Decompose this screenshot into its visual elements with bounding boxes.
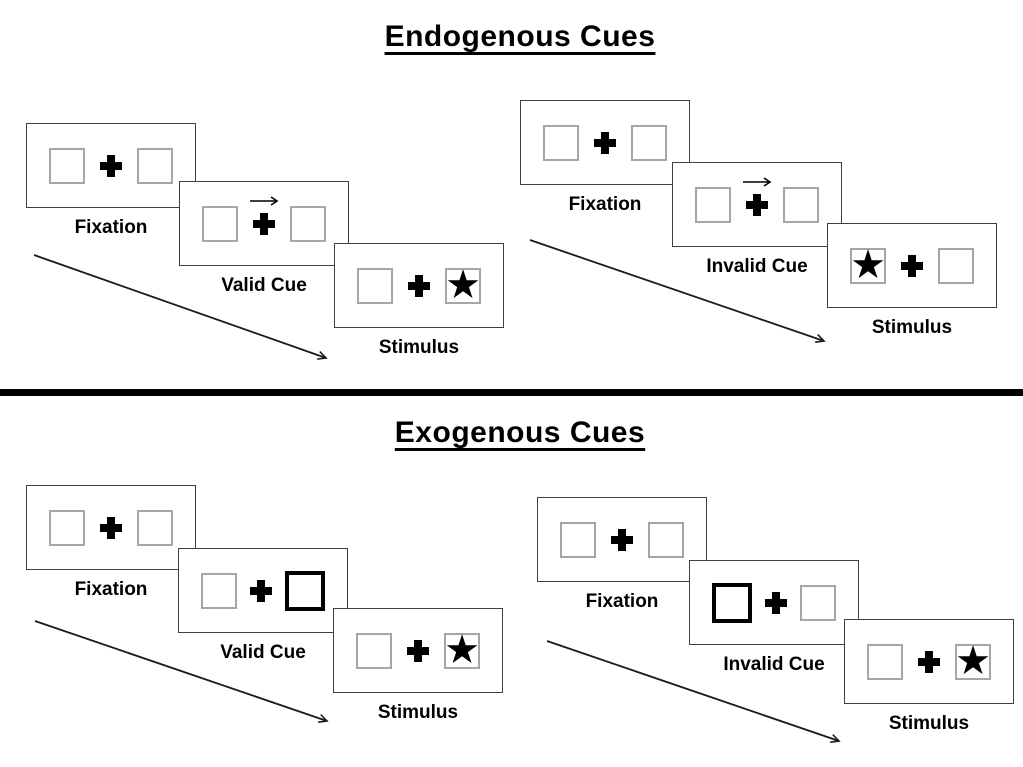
star-icon: ★	[955, 638, 991, 683]
cue-arrow-icon	[743, 176, 772, 187]
screen-center	[743, 176, 772, 217]
star-icon: ★	[850, 242, 886, 287]
fixation-cross-icon	[250, 580, 272, 602]
fixation-cross-icon	[918, 651, 940, 673]
display-screen: ★	[334, 243, 504, 328]
fixation-cross-icon	[901, 255, 923, 277]
panel-stimulus: ★ Stimulus	[334, 243, 504, 359]
display-screen	[26, 485, 196, 570]
screen-center	[764, 591, 788, 615]
star-icon: ★	[445, 262, 481, 307]
placeholder-box-left	[695, 186, 731, 223]
cue-arrow-icon	[250, 195, 279, 206]
panel-fixation: Fixation	[26, 123, 196, 239]
panel-valid-cue: Valid Cue	[178, 548, 348, 664]
fixation-cross-icon	[611, 529, 633, 551]
placeholder-box-right	[648, 521, 684, 558]
display-screen	[520, 100, 690, 185]
fixation-cross-icon	[253, 213, 275, 235]
placeholder-box-right	[938, 247, 974, 284]
target-box-right: ★	[955, 638, 991, 683]
placeholder-box-left	[357, 267, 393, 304]
placeholder-box-left	[356, 632, 392, 669]
placeholder-box-left	[543, 124, 579, 161]
placeholder-box-left	[49, 147, 85, 184]
panel-label: Invalid Cue	[706, 256, 808, 277]
fixation-cross-icon	[407, 640, 429, 662]
panel-stimulus: ★ Stimulus	[333, 608, 503, 724]
panel-label: Fixation	[585, 591, 659, 612]
section-divider	[0, 389, 1023, 396]
placeholder-box-left	[202, 205, 238, 242]
placeholder-box-left	[201, 572, 237, 609]
target-box-right: ★	[444, 627, 480, 672]
display-screen	[179, 181, 349, 266]
fixation-cross-icon	[594, 132, 616, 154]
fixation-cross-icon	[100, 517, 122, 539]
panel-label: Invalid Cue	[723, 654, 825, 675]
placeholder-box-right	[783, 186, 819, 223]
display-screen	[537, 497, 707, 582]
panel-label: Stimulus	[888, 713, 970, 734]
panel-stimulus: ★ Stimulus	[844, 619, 1014, 735]
fixation-cross-icon	[746, 194, 768, 216]
display-screen: ★	[827, 223, 997, 308]
placeholder-box-right	[137, 147, 173, 184]
star-icon: ★	[444, 627, 480, 672]
screen-center	[407, 274, 431, 298]
panel-invalid-cue: Invalid Cue	[672, 162, 842, 278]
screen-center	[249, 579, 273, 603]
cued-box-left	[712, 582, 752, 623]
panel-label: Stimulus	[871, 317, 953, 338]
screen-center	[610, 528, 634, 552]
display-screen	[689, 560, 859, 645]
target-box-left: ★	[850, 242, 886, 287]
fixation-cross-icon	[765, 592, 787, 614]
panel-invalid-cue: Invalid Cue	[689, 560, 859, 676]
panel-label: Stimulus	[377, 702, 459, 723]
exogenous-section-title: Exogenous Cues	[394, 416, 646, 449]
placeholder-box-left	[867, 643, 903, 680]
panel-stimulus: ★ Stimulus	[827, 223, 997, 339]
endogenous-section-title: Endogenous Cues	[384, 20, 656, 53]
screen-center	[917, 650, 941, 674]
panel-label: Fixation	[74, 217, 148, 238]
display-screen	[178, 548, 348, 633]
screen-center	[99, 154, 123, 178]
panel-label: Stimulus	[378, 337, 460, 358]
screen-center	[99, 516, 123, 540]
screen-center	[250, 195, 279, 236]
display-screen: ★	[844, 619, 1014, 704]
placeholder-box-right	[631, 124, 667, 161]
screen-center	[593, 131, 617, 155]
placeholder-box-left	[49, 509, 85, 546]
display-screen	[672, 162, 842, 247]
display-screen: ★	[333, 608, 503, 693]
target-box-right: ★	[445, 262, 481, 307]
panel-label: Fixation	[568, 194, 642, 215]
cued-box-right	[285, 570, 325, 611]
display-screen	[26, 123, 196, 208]
placeholder-box-right	[137, 509, 173, 546]
placeholder-box-right	[800, 584, 836, 621]
fixation-cross-icon	[408, 275, 430, 297]
panel-label: Valid Cue	[221, 275, 307, 296]
panel-fixation: Fixation	[26, 485, 196, 601]
placeholder-box-right	[290, 205, 326, 242]
screen-center	[406, 639, 430, 663]
placeholder-box-left	[560, 521, 596, 558]
panel-label: Valid Cue	[220, 642, 306, 663]
fixation-cross-icon	[100, 155, 122, 177]
panel-valid-cue: Valid Cue	[179, 181, 349, 297]
panel-fixation: Fixation	[537, 497, 707, 613]
panel-fixation: Fixation	[520, 100, 690, 216]
screen-center	[900, 254, 924, 278]
panel-label: Fixation	[74, 579, 148, 600]
